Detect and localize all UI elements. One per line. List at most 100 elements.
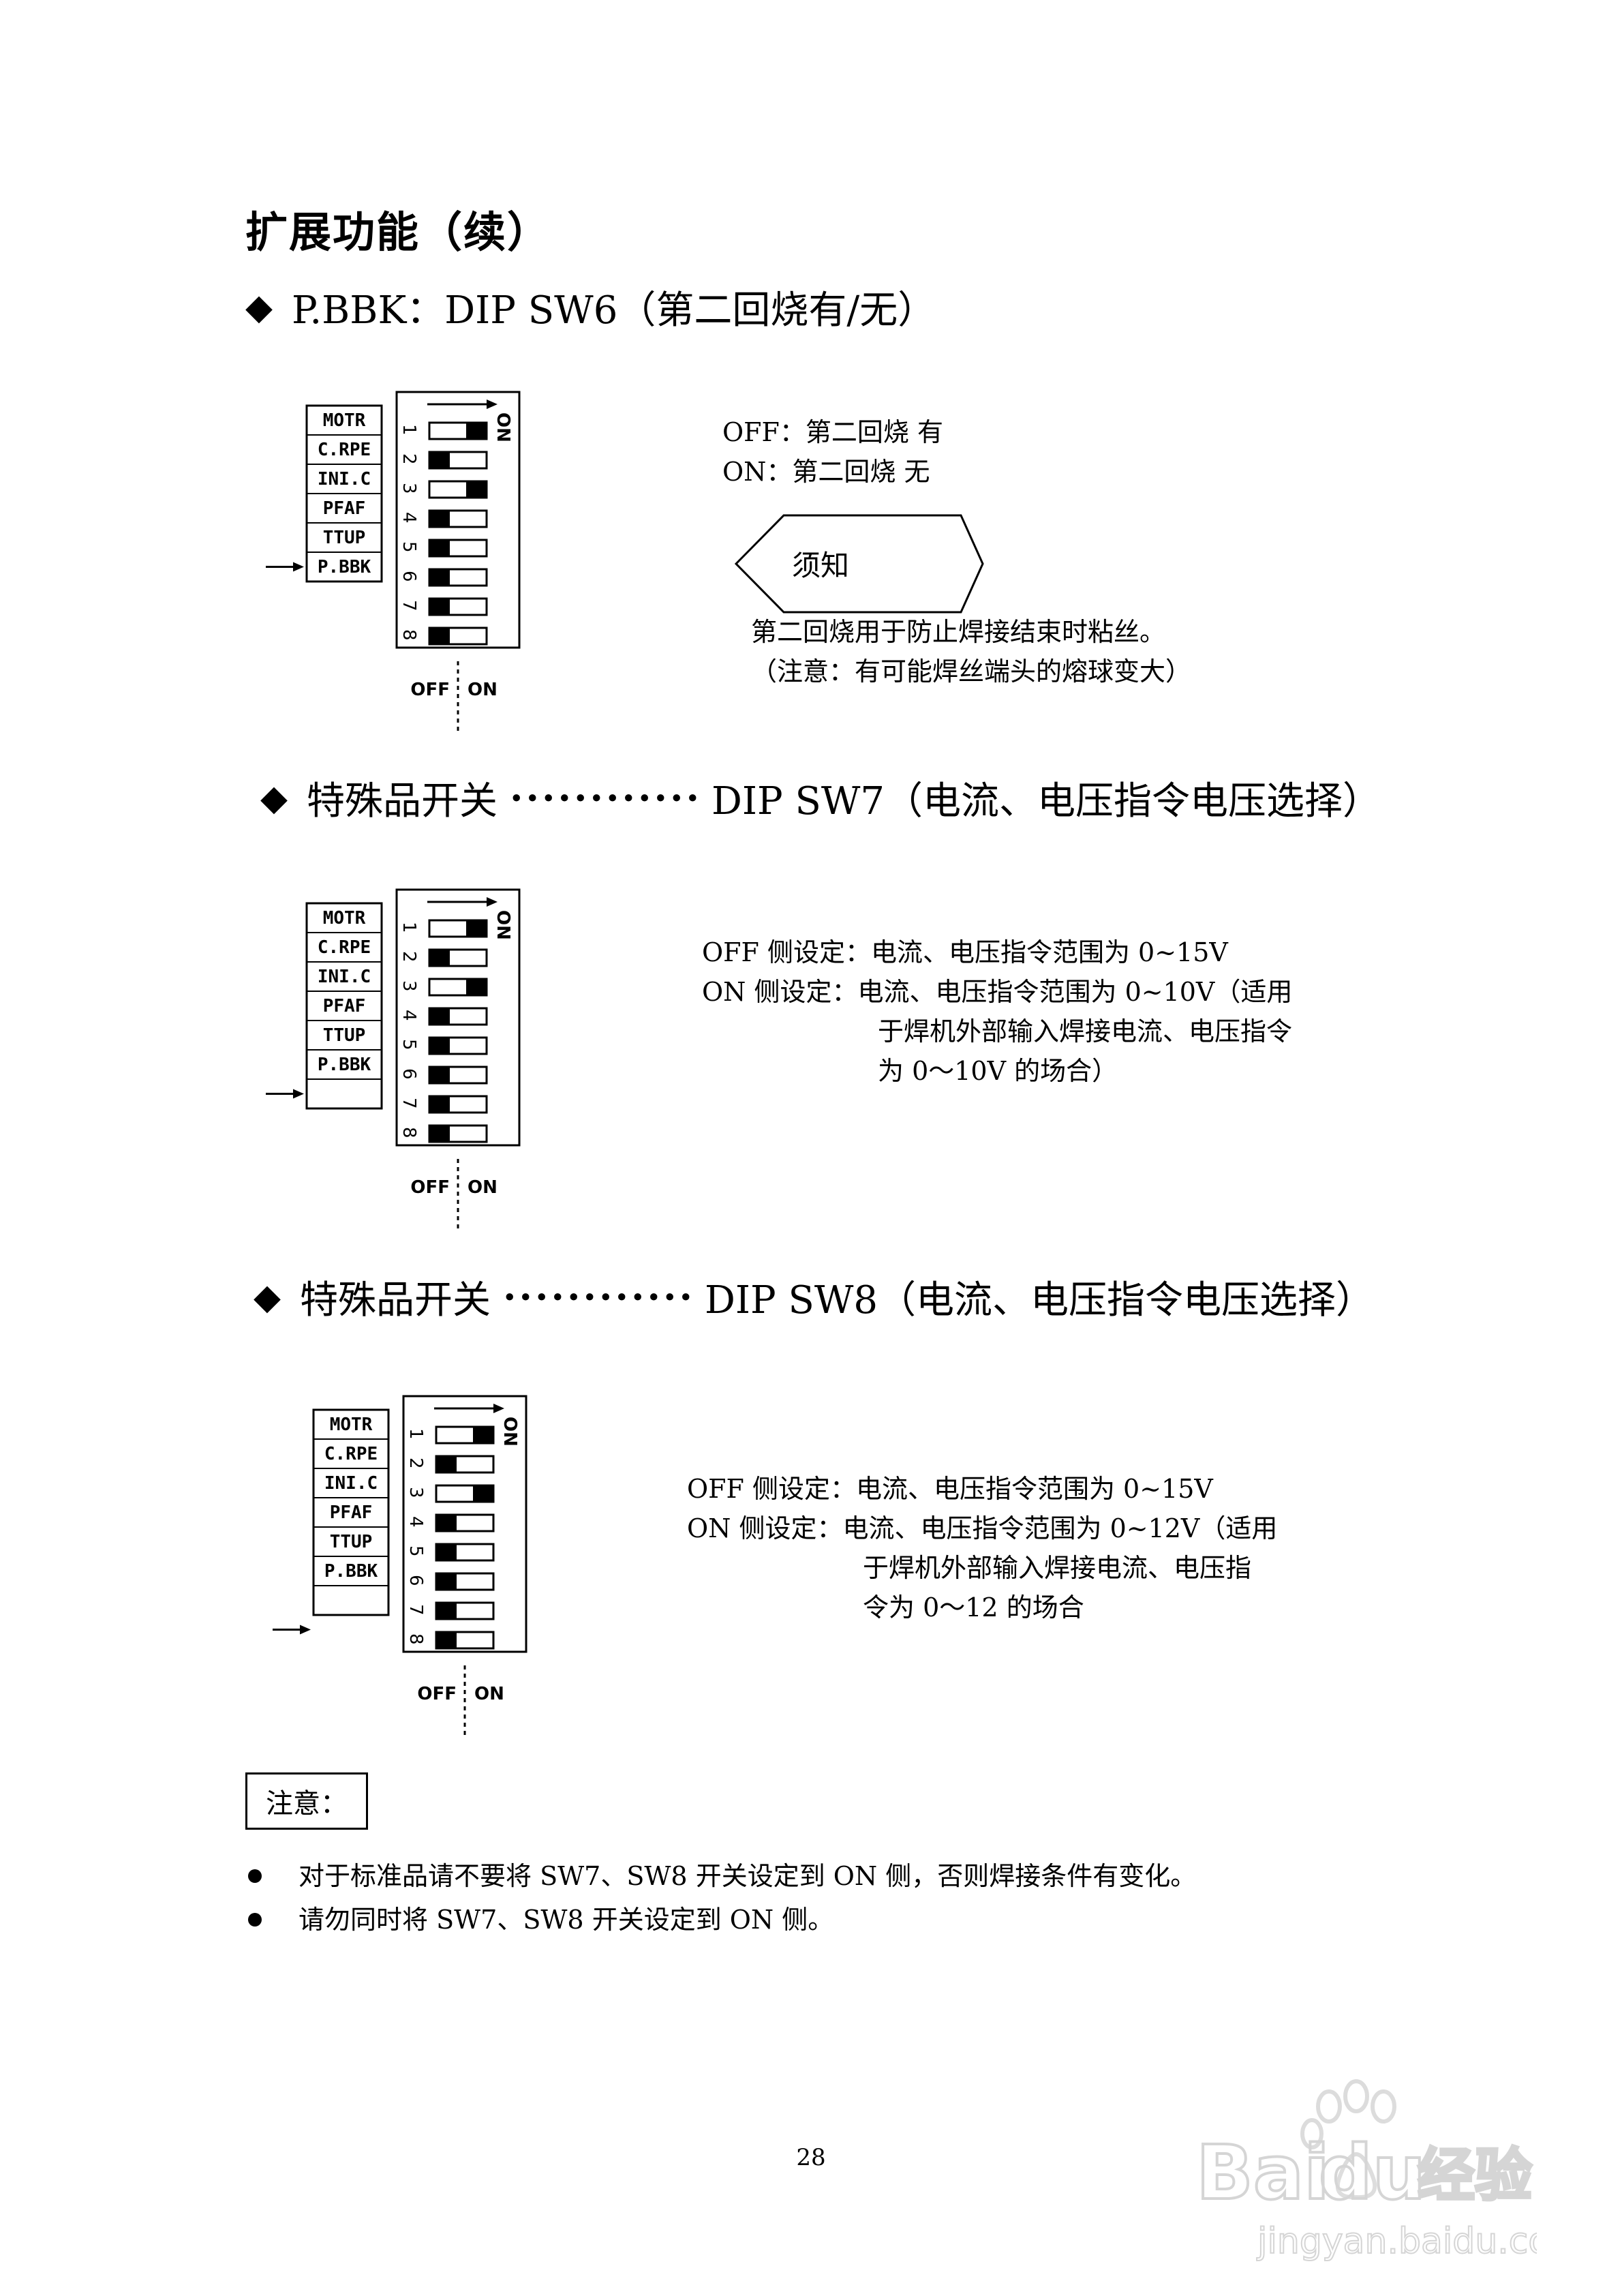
notice-label: 注意： xyxy=(266,1788,348,1819)
section-heading-sw8: ◆ 特殊品开关 ············ DIP SW8（电流、电压指令电压选择… xyxy=(254,1269,1374,1325)
switch-function-label: PFAF xyxy=(330,1502,373,1523)
switch-knob xyxy=(429,540,450,556)
on-side-label: ON xyxy=(468,680,498,700)
on-direction-arrow-icon xyxy=(487,897,498,907)
section-heading-sw6: ◆ P.BBK：DIP SW6（第二回烧有/无） xyxy=(245,280,936,335)
switch-function-label: INI.C xyxy=(318,967,371,987)
switch-number: 2 xyxy=(399,453,419,465)
sw7-on-line-3: 为 0～10V 的场合） xyxy=(878,1056,1118,1086)
switch-number: 3 xyxy=(406,1487,426,1498)
switch-function-label: MOTR xyxy=(323,410,366,431)
section-heading-right: DIP SW7（电流、电压指令电压选择） xyxy=(711,779,1381,824)
watermark-brand: Bai xyxy=(1196,2129,1330,2216)
switch-knob xyxy=(429,452,450,468)
switch-number: 7 xyxy=(399,1098,419,1109)
switch-function-label: MOTR xyxy=(330,1415,373,1435)
switch-knob xyxy=(466,920,487,937)
switch-number: 6 xyxy=(399,571,419,582)
page-title: 扩展功能（续） xyxy=(245,207,551,257)
switch-knob xyxy=(429,1067,450,1083)
notice-item-text: 请勿同时将 SW7、SW8 开关设定到 ON 侧。 xyxy=(299,1905,834,1935)
sw8-on-line-2: 于焊机外部输入焊接电流、电压指 xyxy=(863,1553,1252,1583)
bullet-dot-icon xyxy=(248,1869,262,1883)
notice-box: 注意： xyxy=(245,1772,368,1830)
sw6-off-line: OFF：第二回烧 有 xyxy=(722,417,943,447)
switch-knob xyxy=(436,1544,457,1560)
section-heading-left: 特殊品开关 xyxy=(300,1278,491,1323)
switch-function-label: TTUP xyxy=(330,1532,373,1552)
sw8-on-line: ON 侧设定：电流、电压指令范围为 0~12V（适用 xyxy=(687,1513,1278,1543)
switch-knob xyxy=(429,1008,450,1025)
sw6-on-line: ON：第二回烧 无 xyxy=(722,457,930,487)
on-direction-arrow-icon xyxy=(493,1404,504,1413)
pointer-arrow-icon xyxy=(300,1625,311,1635)
switch-number: 5 xyxy=(406,1545,426,1557)
switch-function-label: PFAF xyxy=(323,498,366,519)
section-heading-text: P.BBK：DIP SW6（第二回烧有/无） xyxy=(292,288,936,333)
sw8-off-line: OFF 侧设定：电流、电压指令范围为 0~15V xyxy=(687,1474,1213,1504)
switch-knob xyxy=(429,569,450,586)
switch-number: 4 xyxy=(399,1010,419,1021)
dip-switch-diagram-sw8: MOTRC.RPEINI.CPFAFTTUPP.BBKON12345678OFF… xyxy=(273,1395,527,1737)
switch-number: 2 xyxy=(406,1457,426,1469)
switch-knob xyxy=(436,1456,457,1472)
switch-function-label: P.BBK xyxy=(318,557,371,577)
switch-knob xyxy=(436,1603,457,1619)
sw7-on-line: ON 侧设定：电流、电压指令范围为 0~10V（适用 xyxy=(702,977,1293,1007)
switch-number: 7 xyxy=(399,600,419,611)
off-side-label: OFF xyxy=(417,1684,457,1704)
switch-on-label: ON xyxy=(500,1417,520,1447)
watermark-brand-2: du xyxy=(1319,2129,1426,2216)
switch-number: 1 xyxy=(399,922,419,933)
switch-function-label: INI.C xyxy=(318,469,371,489)
switch-function-label: P.BBK xyxy=(324,1561,378,1582)
notice-hexagon-label: 须知 xyxy=(792,549,850,582)
label-column-frame xyxy=(312,1408,390,1616)
switch-number: 2 xyxy=(399,951,419,963)
switch-knob xyxy=(429,1126,450,1142)
switch-number: 5 xyxy=(399,541,419,553)
switch-number: 1 xyxy=(406,1428,426,1440)
sw6-description: OFF：第二回烧 有 ON：第二回烧 无 xyxy=(722,412,943,492)
switch-function-label: C.RPE xyxy=(318,937,371,958)
baidu-jingyan-watermark: Bai du 经验 jingyan.baidu.com xyxy=(1195,2079,1537,2263)
on-direction-arrow-icon xyxy=(487,399,498,409)
switch-function-label: P.BBK xyxy=(318,1055,371,1075)
switch-knob xyxy=(473,1485,493,1502)
sw7-on-line-2: 于焊机外部输入焊接电流、电压指令 xyxy=(878,1016,1293,1046)
section-heading-right: DIP SW8（电流、电压指令电压选择） xyxy=(704,1278,1375,1323)
switch-number: 4 xyxy=(406,1516,426,1528)
switch-function-label: MOTR xyxy=(323,908,366,928)
sw6-notice-line-2: （注意：有可能焊丝端头的熔球变大） xyxy=(751,656,1192,686)
bullet-dot-icon xyxy=(248,1913,262,1927)
sw6-notice-line-1: 第二回烧用于防止焊接结束时粘丝。 xyxy=(751,617,1166,647)
switch-number: 1 xyxy=(399,424,419,436)
switch-knob xyxy=(429,599,450,615)
notice-hexagon xyxy=(734,514,984,614)
switch-knob xyxy=(429,511,450,527)
switch-number: 3 xyxy=(399,483,419,494)
sw6-notice-text: 第二回烧用于防止焊接结束时粘丝。 （注意：有可能焊丝端头的熔球变大） xyxy=(751,612,1191,691)
switch-knob xyxy=(436,1515,457,1531)
switch-number: 4 xyxy=(399,512,419,524)
sw8-on-line-3: 令为 0～12 的场合 xyxy=(863,1592,1084,1622)
switch-function-label: C.RPE xyxy=(318,440,371,460)
dip-switch-diagram-sw7: MOTRC.RPEINI.CPFAFTTUPP.BBKON12345678OFF… xyxy=(266,888,521,1230)
switch-knob xyxy=(429,1038,450,1054)
watermark-brand-cn: 经验 xyxy=(1418,2142,1532,2209)
switch-function-label: TTUP xyxy=(323,528,366,548)
off-side-label: OFF xyxy=(410,1177,450,1198)
pointer-arrow-icon xyxy=(293,1089,304,1099)
switch-function-label: INI.C xyxy=(324,1473,378,1494)
sw7-off-line: OFF 侧设定：电流、电压指令范围为 0~15V xyxy=(702,937,1228,967)
switch-number: 6 xyxy=(399,1068,419,1080)
diamond-bullet-icon: ◆ xyxy=(254,1276,281,1318)
dip-switch-diagram-sw6: MOTRC.RPEINI.CPFAFTTUPP.BBKON12345678OFF… xyxy=(266,391,521,733)
switch-knob xyxy=(436,1632,457,1648)
sw8-description: OFF 侧设定：电流、电压指令范围为 0~15V ON 侧设定：电流、电压指令范… xyxy=(687,1469,1277,1627)
switch-knob xyxy=(429,1096,450,1113)
switch-knob xyxy=(429,950,450,966)
switch-number: 5 xyxy=(399,1039,419,1051)
section-heading-dots: ············ xyxy=(503,1274,695,1320)
section-heading-dots: ············ xyxy=(510,775,702,821)
